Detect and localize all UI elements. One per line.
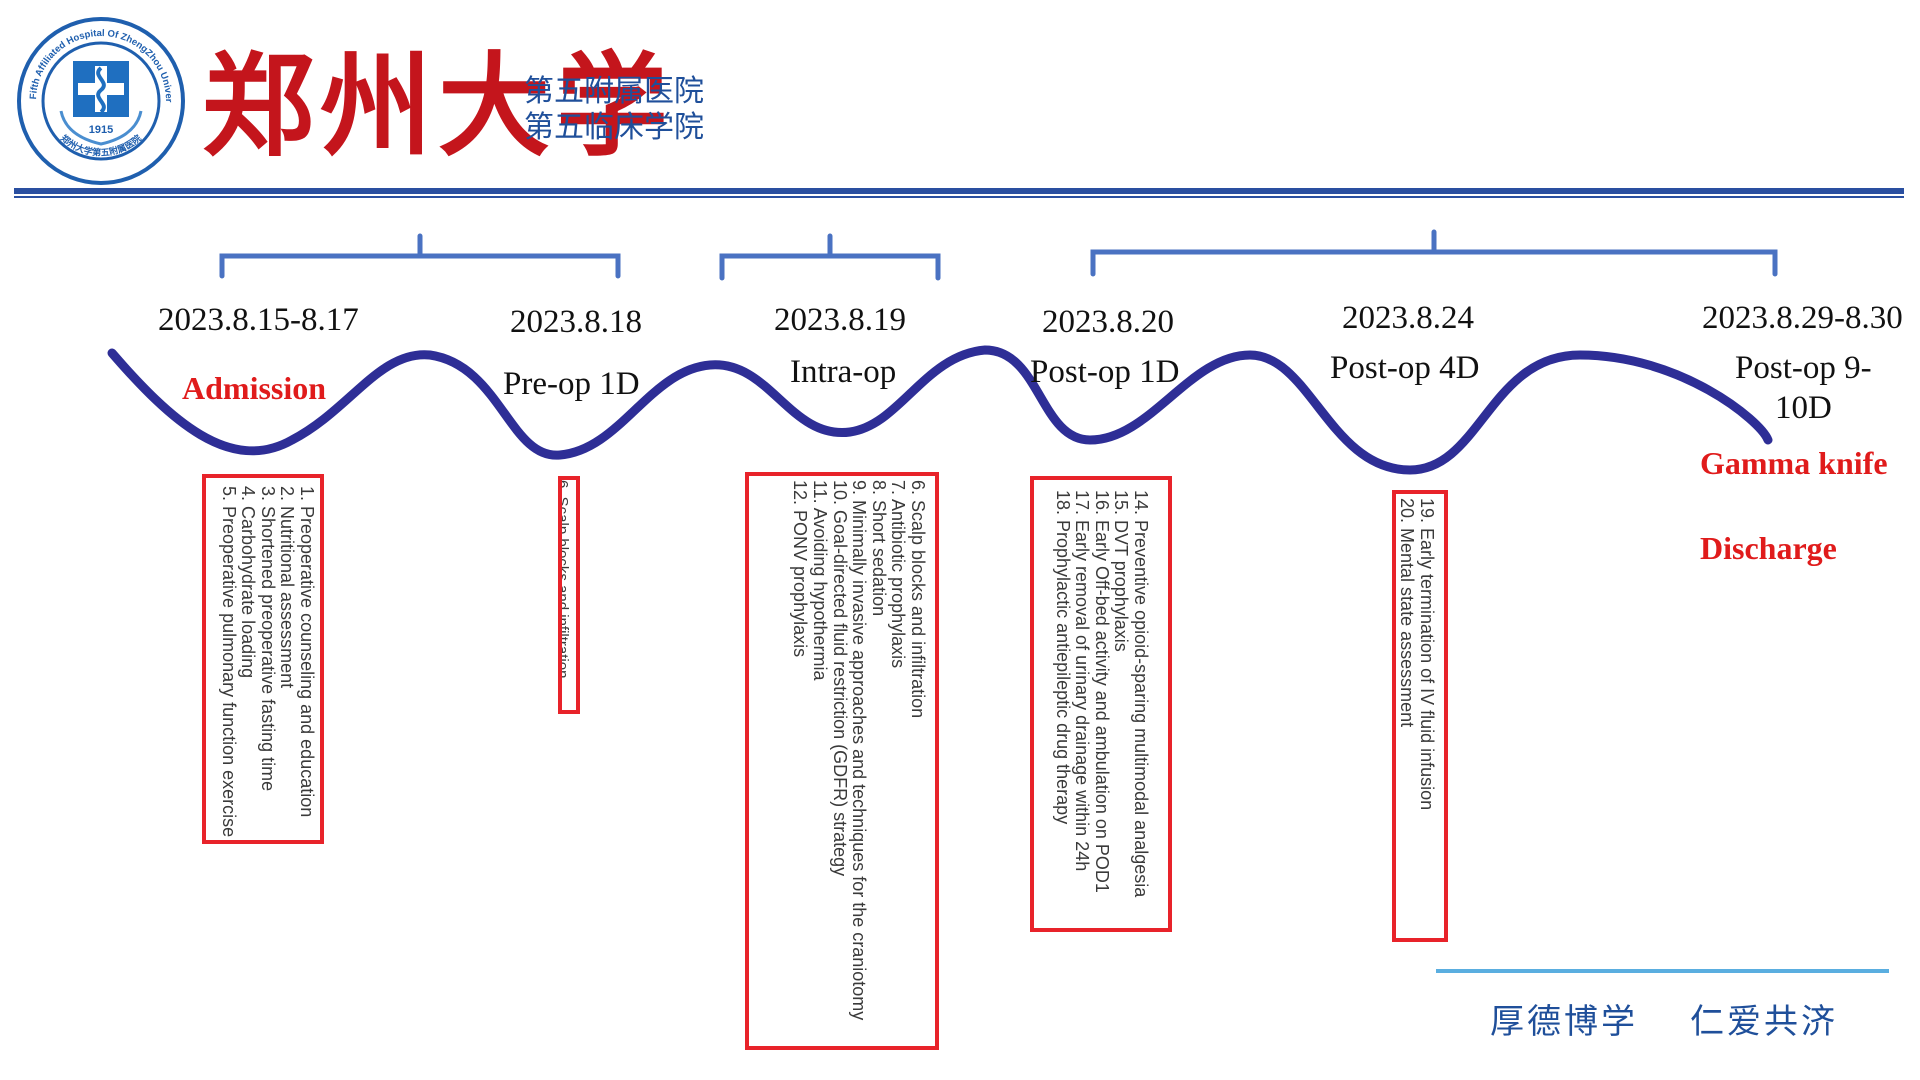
item-text: 20. Mental state assessment [1397, 498, 1418, 728]
item-text: 17. Early removal of urinary drainage wi… [1072, 490, 1093, 872]
date-postop-4d: 2023.8.24 [1342, 300, 1474, 336]
hospital-subtitle-line-2: 第五临床学院 [524, 111, 704, 144]
label-gamma-knife: Gamma knife [1700, 445, 1888, 481]
university-name: 郑州大学 [202, 46, 674, 170]
phase-bracket-intraop [719, 233, 941, 281]
items-box-postop-1d: 14. Preventive opioid-sparing multimodal… [1030, 476, 1172, 932]
phase-intraop: Intra-op [790, 354, 897, 390]
timeline-wave [107, 345, 1773, 475]
items-box-intraop: 6. Scalp blocks and infiltration 7. Anti… [745, 472, 939, 1050]
hospital-logo: The Fifth Affiliated Hospital Of ZhengZh… [16, 16, 185, 185]
item-text: 3. Shortened preoperative fasting time [257, 486, 278, 792]
item-text: 6. Scalp blocks and infiltration [558, 480, 571, 679]
item-text: 19. Early termination of IV fluid infusi… [1417, 498, 1437, 811]
motto-text-1: 厚德博学 [1490, 1004, 1638, 1041]
items-box-postop-4d: 19. Early termination of IV fluid infusi… [1392, 490, 1448, 942]
phase-postop-9-line-2: 10D [1775, 390, 1832, 426]
item-text: 18. Prophylactic antiepileptic drug ther… [1052, 490, 1073, 825]
label-discharge: Discharge [1700, 530, 1837, 566]
items-box-preop: 6. Scalp blocks and infiltration [558, 476, 580, 714]
date-postop-1d: 2023.8.20 [1042, 304, 1174, 340]
date-postop-9-10d: 2023.8.29-8.30 [1702, 300, 1903, 336]
item-text: 8. Short sedation [868, 480, 889, 617]
phase-admission: Admission [182, 370, 327, 406]
item-text: 11. Avoiding hypothermia [810, 480, 831, 681]
item-text: 12. PONV prophylaxis [790, 480, 811, 658]
hospital-subtitle-line-1: 第五附属医院 [524, 75, 704, 108]
phase-bracket-preop [219, 233, 621, 279]
item-text: 15. DVT prophylaxis [1111, 490, 1132, 652]
item-text: 16. Early Off-bed activity and ambulatio… [1091, 490, 1112, 893]
item-text: 2. Nutritional assessment [277, 486, 298, 689]
phase-postop-9-line-1: Post-op 9- [1735, 350, 1872, 386]
phase-postop-4d: Post-op 4D [1330, 350, 1480, 386]
header-divider [14, 188, 1904, 194]
motto-text-2: 仁爱共济 [1690, 1004, 1838, 1041]
item-text: 5. Preoperative pulmonary function exerc… [218, 486, 239, 838]
item-text: 4. Carbohydrate loading [238, 486, 259, 679]
phase-bracket-postop [1090, 229, 1778, 277]
header-divider-thin [14, 196, 1904, 198]
item-text: 1. Preoperative counseling and education [297, 486, 317, 818]
item-text: 7. Antibiotic prophylaxis [888, 480, 909, 669]
item-text: 6. Scalp blocks and infiltration [908, 480, 928, 719]
item-text: 10. Goal-directed fluid restriction (GDF… [829, 480, 850, 877]
phase-preop-1d: Pre-op 1D [503, 366, 640, 402]
logo-year: 1915 [89, 124, 113, 136]
phase-postop-1d: Post-op 1D [1030, 354, 1180, 390]
items-box-admission: 1. Preoperative counseling and education… [202, 474, 324, 844]
date-intraop: 2023.8.19 [774, 302, 906, 338]
date-preop: 2023.8.18 [510, 304, 642, 340]
footer-divider [1436, 969, 1889, 973]
item-text: 14. Preventive opioid-sparing multimodal… [1131, 490, 1151, 898]
item-text: 9. Minimally invasive approaches and tec… [849, 480, 870, 1021]
date-admission: 2023.8.15-8.17 [158, 302, 359, 338]
